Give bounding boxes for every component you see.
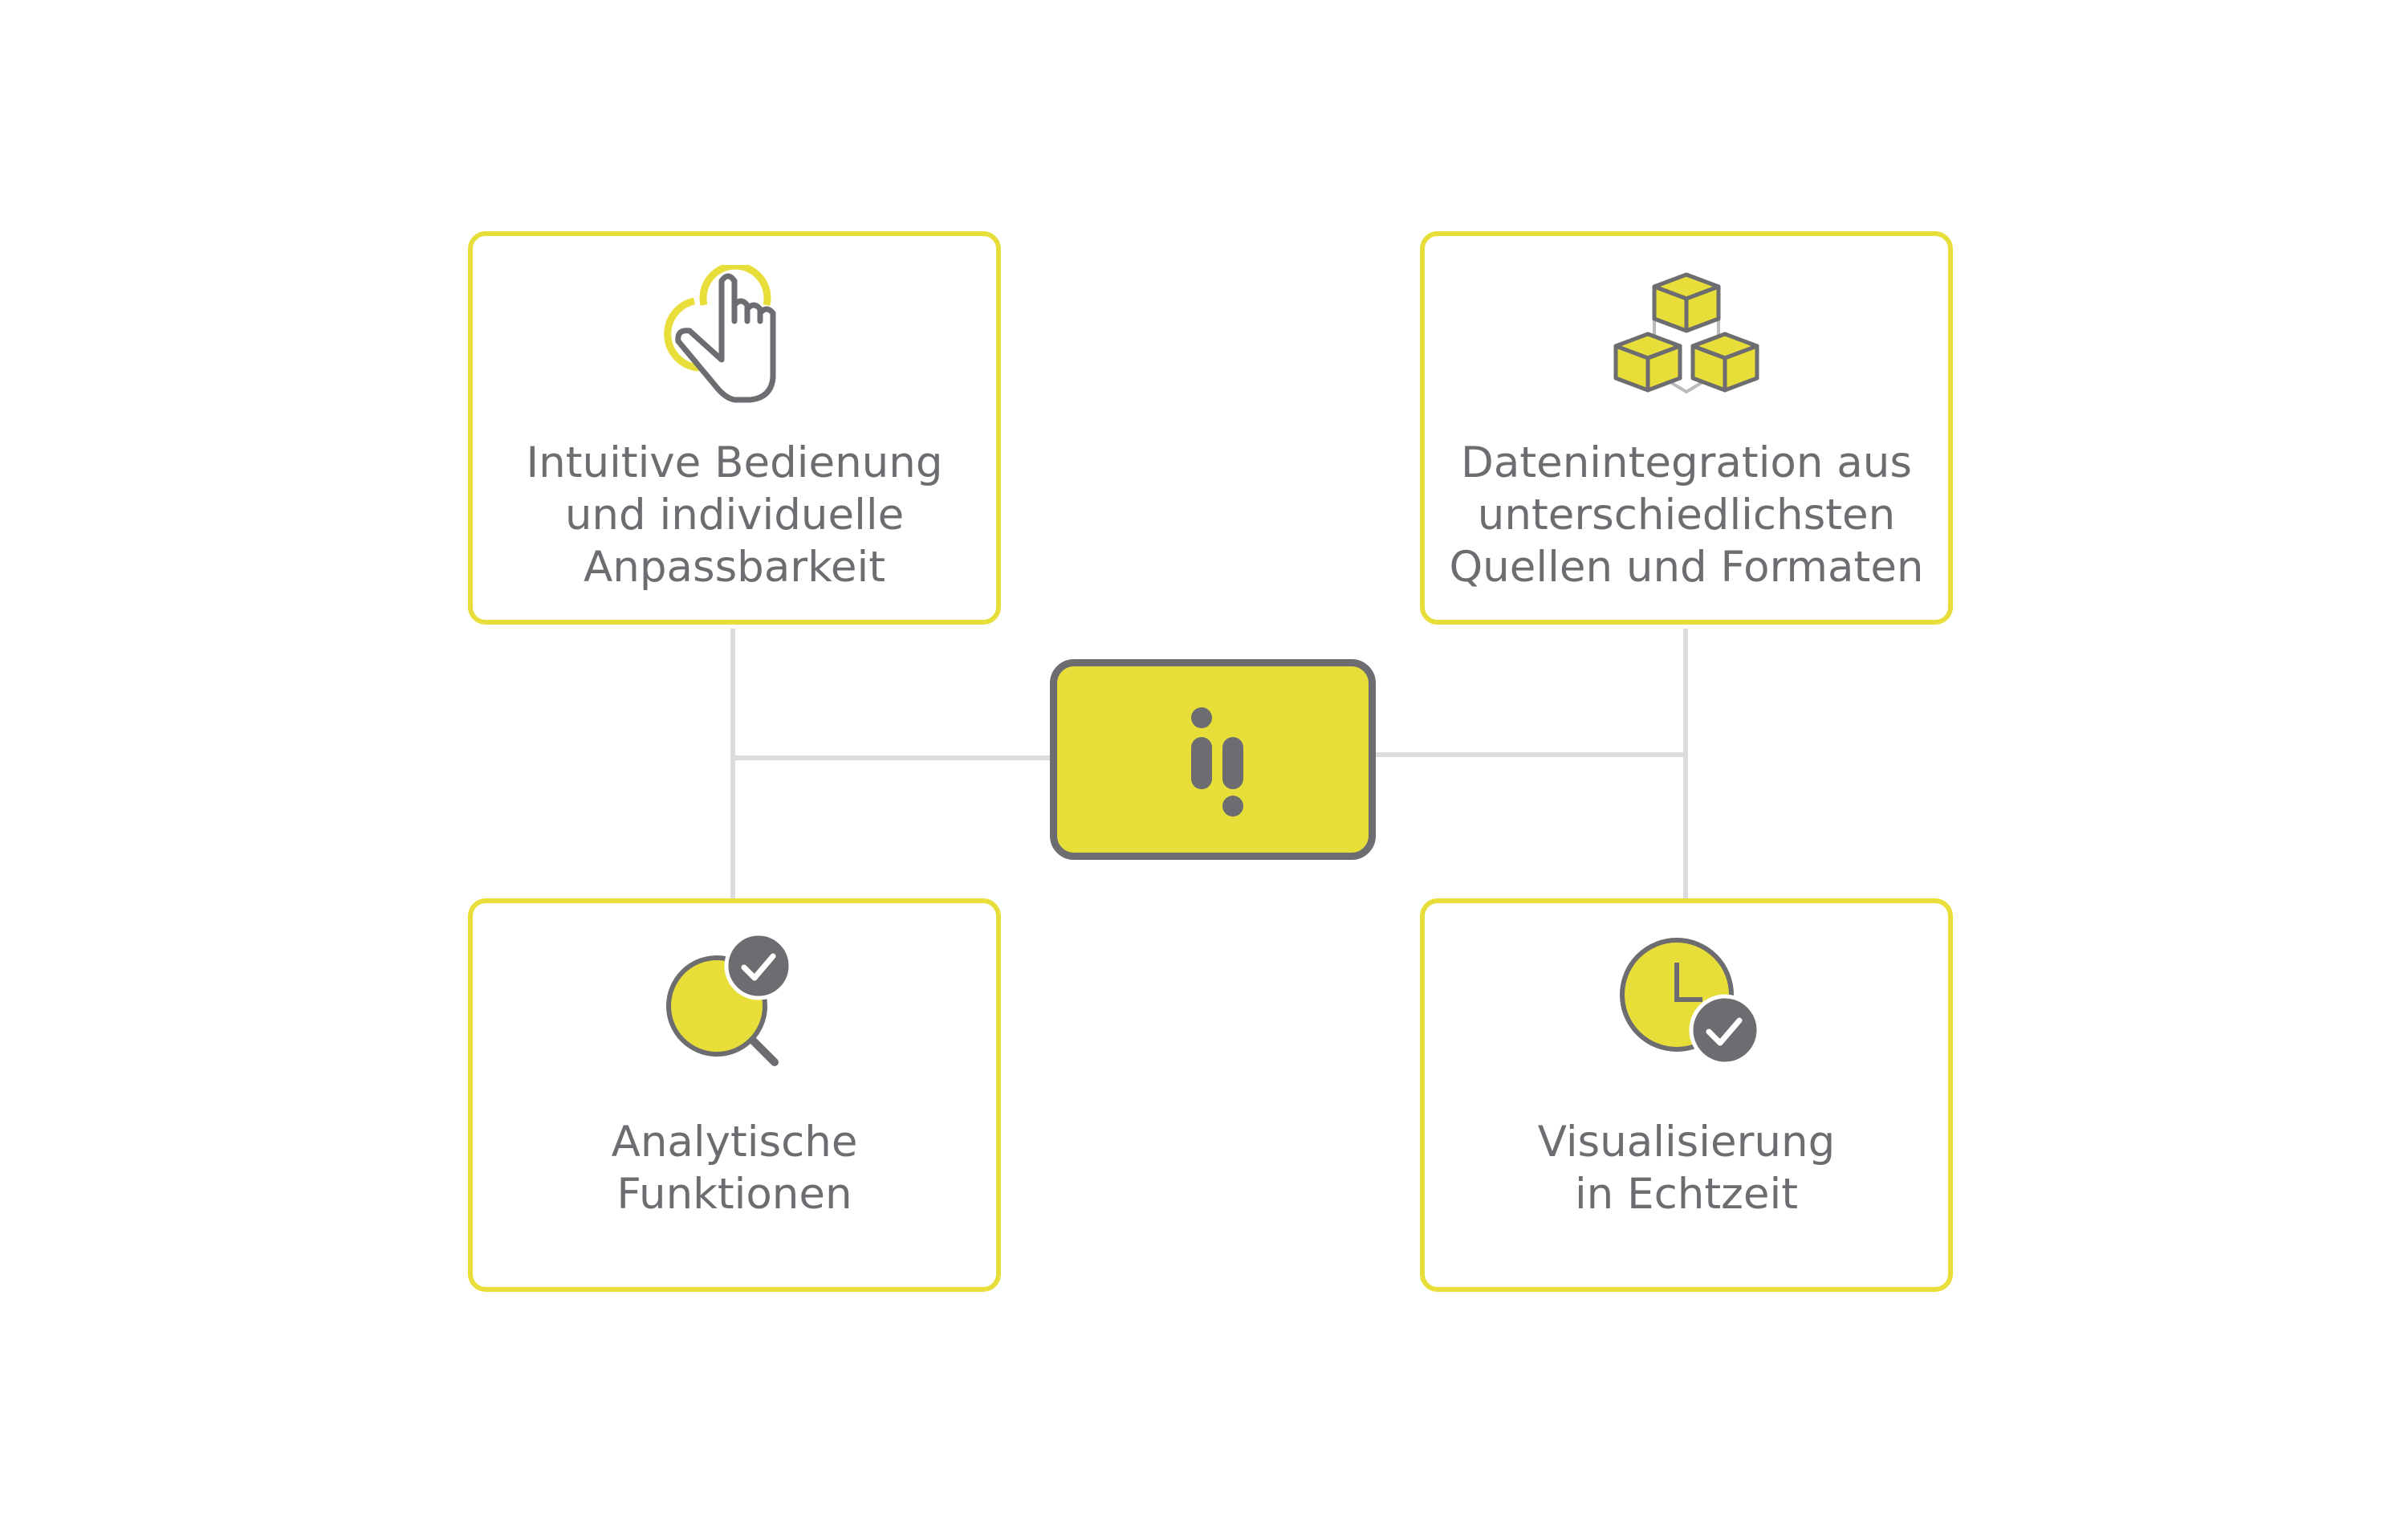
connector-left-vertical — [730, 629, 735, 898]
center-logo-box — [1050, 659, 1376, 860]
connector-left-horizontal — [730, 755, 1051, 760]
feature-card-analytics: Analytische Funktionen — [468, 898, 1001, 1292]
feature-label-line: Quellen und Formaten — [1449, 543, 1924, 592]
tap-hand-icon — [664, 265, 776, 403]
feature-card-usability: Intuitive Bedienung und individuelle Anp… — [468, 231, 1001, 625]
ii-logo-icon — [1191, 707, 1243, 817]
feature-label-line: und individuelle — [564, 491, 905, 540]
connector-right-vertical — [1683, 629, 1688, 898]
cubes-icon — [1613, 272, 1759, 394]
feature-label-line: Datenintegration aus — [1461, 438, 1912, 487]
feature-card-realtime-visualization: Visualisierung in Echtzeit — [1420, 898, 1953, 1292]
feature-label-line: Visualisierung — [1537, 1118, 1836, 1167]
feature-card-data-integration: Datenintegration aus unterschiedlichsten… — [1420, 231, 1953, 625]
feature-label-line: Intuitive Bedienung — [526, 438, 943, 487]
magnifier-check-icon — [666, 932, 793, 1066]
connector-right-horizontal — [1373, 752, 1686, 757]
feature-label-line: unterschiedlichsten — [1477, 491, 1896, 540]
feature-label-line: in Echtzeit — [1574, 1170, 1799, 1219]
clock-check-icon — [1620, 938, 1761, 1066]
feature-label-line: Analytische — [611, 1118, 858, 1167]
feature-label-line: Anpassbarkeit — [583, 543, 886, 592]
feature-label-line: Funktionen — [616, 1170, 852, 1219]
